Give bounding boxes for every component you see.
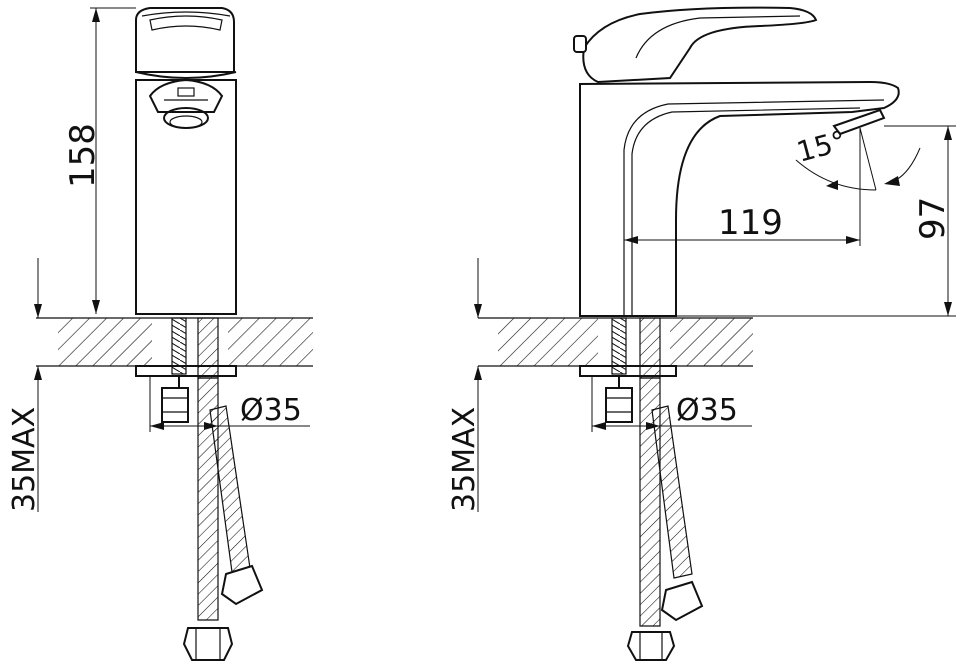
front-height-label: 158 [63,123,103,188]
side-spout-height-label: 97 [913,197,953,240]
hoses-side [626,317,704,661]
hoses-front [182,317,264,661]
side-view: 119 97 15° 35MAX Ø35 [447,6,956,661]
side-angle-label: 15° [793,124,849,169]
front-dimensions [34,7,310,512]
mounting-hardware-side [579,317,677,423]
side-hole-label: Ø35 [676,393,738,428]
front-mount-label: 35MAX [7,407,42,512]
faucet-front-body [135,7,237,315]
front-hole-label: Ø35 [240,393,302,428]
side-reach-label: 119 [718,203,783,243]
side-dimensions [474,125,956,512]
faucet-side-body [573,6,900,317]
mounting-hardware-front [135,317,237,423]
side-mount-label: 35MAX [447,407,482,512]
front-view: 158 35MAX Ø35 [7,7,313,661]
